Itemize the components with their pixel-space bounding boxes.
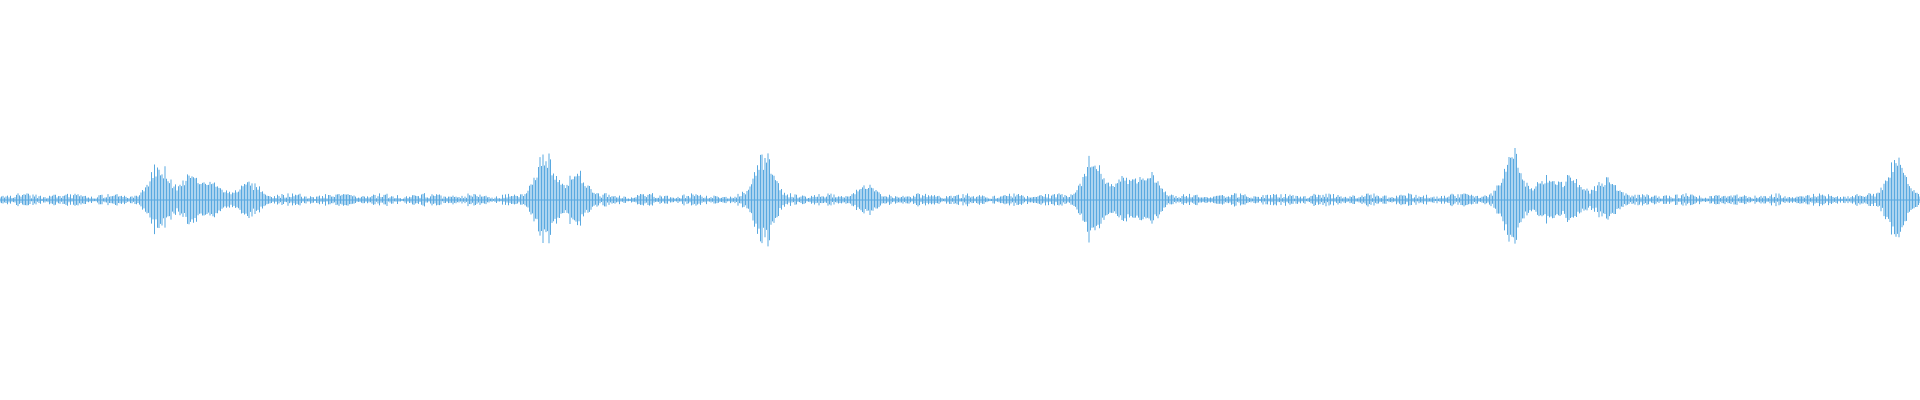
waveform-path: [0, 147, 1920, 247]
